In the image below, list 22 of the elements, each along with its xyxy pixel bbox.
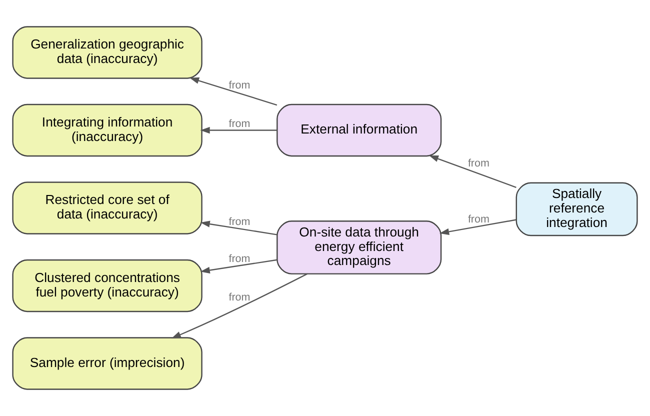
node-box: Sample error (imprecision) xyxy=(12,337,202,390)
node-box: Restricted core set of data (inaccuracy) xyxy=(12,182,202,234)
node-box: Clustered concentrations fuel poverty (inaccuracy) xyxy=(12,259,202,312)
edge-label: from xyxy=(228,118,250,130)
arrow xyxy=(439,219,516,236)
node-box: Spatially reference integration xyxy=(516,182,638,236)
arrow xyxy=(189,77,278,106)
arrow xyxy=(171,273,308,338)
edge-label: from xyxy=(228,291,250,304)
edge-label: from xyxy=(468,214,490,226)
node-box: On-site data through energy efficient campaigns xyxy=(276,220,442,274)
node-box: External information xyxy=(276,104,442,157)
edge-label: from xyxy=(228,253,250,266)
arrow xyxy=(200,126,277,134)
node-box: Generalization geographic data (inaccuracy) xyxy=(12,26,202,79)
arrow xyxy=(428,155,516,188)
edge-label: from xyxy=(468,157,490,170)
edge-label: from xyxy=(228,80,250,92)
edge-label: from xyxy=(228,216,250,228)
node-box: Integrating information (inaccuracy) xyxy=(12,104,202,157)
arrow xyxy=(200,259,278,274)
arrow xyxy=(200,220,278,236)
